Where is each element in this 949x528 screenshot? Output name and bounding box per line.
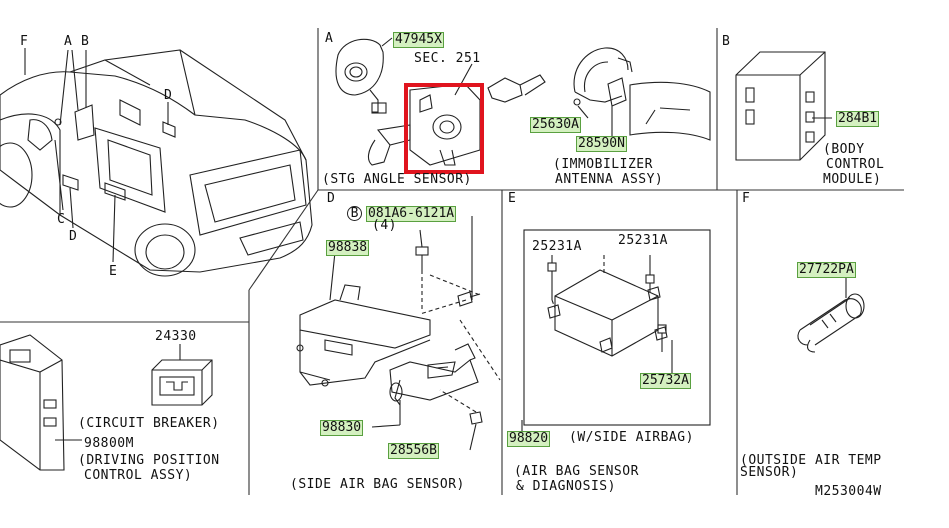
airbag-sensor-frame [523,229,711,426]
vehicle-callout-f: F [20,34,29,49]
screw-left-number: 25231A [532,239,582,254]
vehicle-callout-e: E [109,264,118,279]
part-number-28556b[interactable]: 28556B [388,443,439,459]
section-letter-a: A [325,31,333,46]
vehicle-callout-d-bottom: D [69,229,78,244]
side-airbag-leaders [419,270,501,413]
part-number-081a6-6121a[interactable]: 081A6-6121A [366,206,457,222]
airbag-sensor-illustration [547,262,668,357]
screw-right-number: 25231A [618,233,668,248]
part-number-284b1[interactable]: 284B1 [836,111,880,127]
section-reference: SEC. 251 [414,51,481,66]
airbag-sensor-caption-line2: & DIAGNOSIS) [516,479,616,494]
part-number-28590n[interactable]: 28590N [576,136,627,152]
part-number-98830[interactable]: 98830 [320,420,364,436]
part-number-98820[interactable]: 98820 [507,431,551,447]
circuit-breaker-number: 24330 [155,329,197,344]
outside-air-temp-sensor-illustration [797,293,865,353]
body-control-module-illustration [735,51,826,161]
part-number-25630a[interactable]: 25630A [530,117,581,133]
vehicle-callout-b: B [81,34,90,49]
vehicle-callout-d-top: D [164,88,173,103]
airbag-dashed-leaders [551,255,663,352]
leader-25630a [577,105,589,119]
immobilizer-antenna-illustration [573,47,711,141]
driving-position-number[interactable]: 98800M [84,436,134,451]
circuit-breaker-caption: (CIRCUIT BREAKER) [78,416,220,431]
highlighted-part-box[interactable] [404,83,484,174]
part-number-47945x[interactable]: 47945X [393,32,444,48]
outside-air-temp-caption-line1: (OUTSIDE AIR TEMP [740,453,882,468]
driving-position-control-illustration [0,334,65,471]
section-letter-b: B [722,34,730,49]
immobilizer-caption-line2: ANTENNA ASSY) [555,172,664,187]
part-number-98838[interactable]: 98838 [326,240,370,256]
body-control-caption-line2: CONTROL [826,157,885,172]
vehicle-illustration [0,49,313,277]
stg-angle-sensor-caption: (STG ANGLE SENSOR) [322,172,472,187]
leader-47945x [381,37,393,47]
outside-air-temp-caption-line2: SENSOR) [740,465,799,480]
part-number-27722pa[interactable]: 27722PA [797,262,856,278]
airbag-sensor-caption-line1: (AIR BAG SENSOR [514,464,639,479]
vehicle-callout-a: A [64,34,73,49]
bolt-symbol: B [347,206,362,221]
side-air-bag-sensor-caption: (SIDE AIR BAG SENSOR) [290,477,465,492]
immobilizer-caption-line1: (IMMOBILIZER [553,157,653,172]
section-letter-d: D [327,191,335,206]
section-letter-e: E [508,191,516,206]
section-letter-f: F [742,191,750,206]
driving-position-caption-line1: (DRIVING POSITION [78,453,220,468]
vehicle-leader-lines [24,48,169,263]
vehicle-callout-c: C [57,212,66,227]
body-control-caption-line1: (BODY [823,142,865,157]
driving-position-caption-line2: CONTROL ASSY) [84,468,193,483]
bolt-quantity: (4) [372,218,397,233]
side-airbag-note: (W/SIDE AIRBAG) [569,430,694,445]
side-airbag-solid-leaders [329,216,477,451]
side-air-bag-sensor-illustration [296,284,479,406]
body-control-caption-line3: MODULE) [823,172,882,187]
circuit-breaker-illustration [151,344,213,406]
part-number-25732a[interactable]: 25732A [640,373,691,389]
section-dividers [0,28,904,495]
figure-code: M253004W [815,484,882,499]
